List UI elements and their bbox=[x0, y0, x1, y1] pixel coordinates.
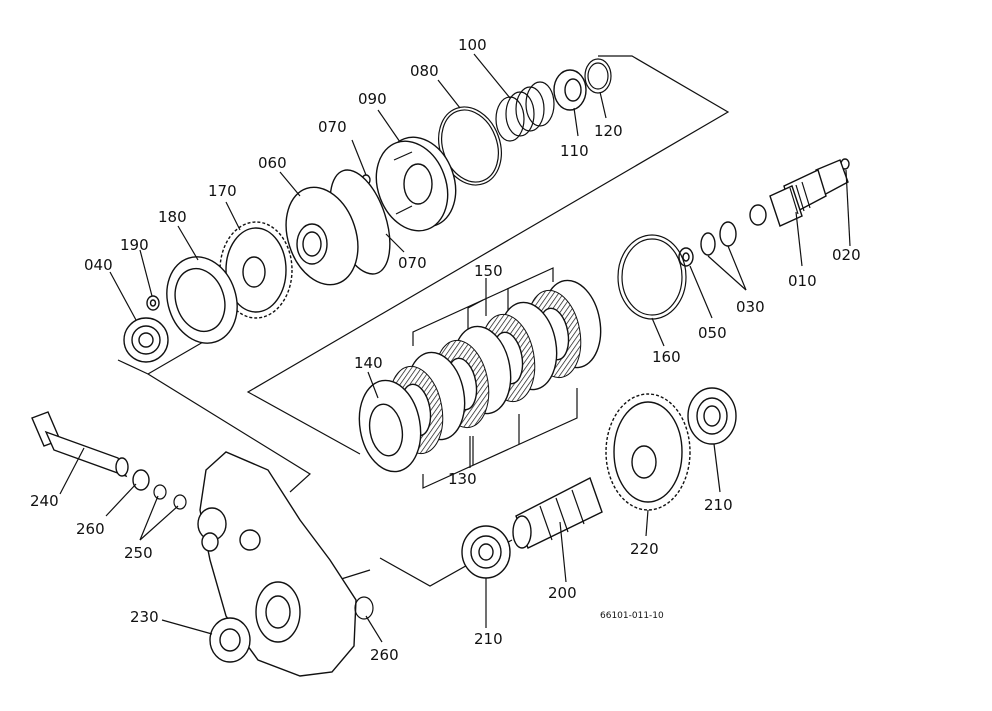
part-220-gear bbox=[605, 393, 691, 511]
label-190: 190 bbox=[120, 236, 149, 254]
label-170: 170 bbox=[208, 182, 237, 200]
figure-code: 66101-011-10 bbox=[600, 611, 664, 621]
label-210-right: 210 bbox=[704, 496, 733, 514]
label-100: 100 bbox=[458, 36, 487, 54]
part-260-250-rings-left bbox=[132, 469, 187, 510]
part-230-seal bbox=[209, 617, 251, 663]
label-150: 150 bbox=[474, 262, 503, 280]
part-010-shaft bbox=[749, 159, 849, 227]
label-120: 120 bbox=[594, 122, 623, 140]
label-160: 160 bbox=[652, 348, 681, 366]
part-120-circlip bbox=[584, 58, 612, 94]
part-210-bearing-lower bbox=[461, 525, 511, 579]
part-210-bearing-right bbox=[687, 387, 737, 445]
part-030-orings bbox=[700, 221, 737, 256]
label-060: 060 bbox=[258, 154, 287, 172]
label-180: 180 bbox=[158, 208, 187, 226]
part-240-shaft bbox=[31, 411, 129, 478]
label-240: 240 bbox=[30, 492, 59, 510]
label-020: 020 bbox=[832, 246, 861, 264]
part-160-snap-ring bbox=[617, 234, 687, 320]
bracket-130 bbox=[422, 388, 578, 489]
label-250: 250 bbox=[124, 544, 153, 562]
label-070-upper: 070 bbox=[318, 118, 347, 136]
part-170-gear bbox=[219, 221, 293, 319]
label-220: 220 bbox=[630, 540, 659, 558]
label-210-lower: 210 bbox=[474, 630, 503, 648]
label-010: 010 bbox=[788, 272, 817, 290]
part-260-circlip-right bbox=[354, 596, 374, 620]
part-180-plate bbox=[166, 256, 238, 344]
label-080: 080 bbox=[410, 62, 439, 80]
label-130: 130 bbox=[448, 470, 477, 488]
part-090-piston bbox=[375, 136, 457, 232]
label-070-lower: 070 bbox=[398, 254, 427, 272]
part-040-bearing bbox=[123, 317, 169, 363]
leader-lines bbox=[59, 53, 851, 643]
label-050: 050 bbox=[698, 324, 727, 342]
label-140: 140 bbox=[354, 354, 383, 372]
part-labels: 010 020 030 040 050 060 070 070 080 090 … bbox=[30, 36, 861, 664]
label-260-right: 260 bbox=[370, 646, 399, 664]
part-110-collar bbox=[553, 69, 587, 111]
part-100-spring bbox=[495, 81, 555, 142]
label-230: 230 bbox=[130, 608, 159, 626]
part-060-clutch-drum bbox=[285, 169, 391, 286]
label-200: 200 bbox=[548, 584, 577, 602]
label-110: 110 bbox=[560, 142, 589, 160]
part-140-130-clutch-plates bbox=[358, 279, 602, 473]
part-190-bushing bbox=[146, 295, 160, 311]
label-040: 040 bbox=[84, 256, 113, 274]
label-090: 090 bbox=[358, 90, 387, 108]
part-200-shaft bbox=[512, 477, 603, 549]
label-260-left: 260 bbox=[76, 520, 105, 538]
part-050-washer bbox=[678, 247, 694, 267]
label-030: 030 bbox=[736, 298, 765, 316]
